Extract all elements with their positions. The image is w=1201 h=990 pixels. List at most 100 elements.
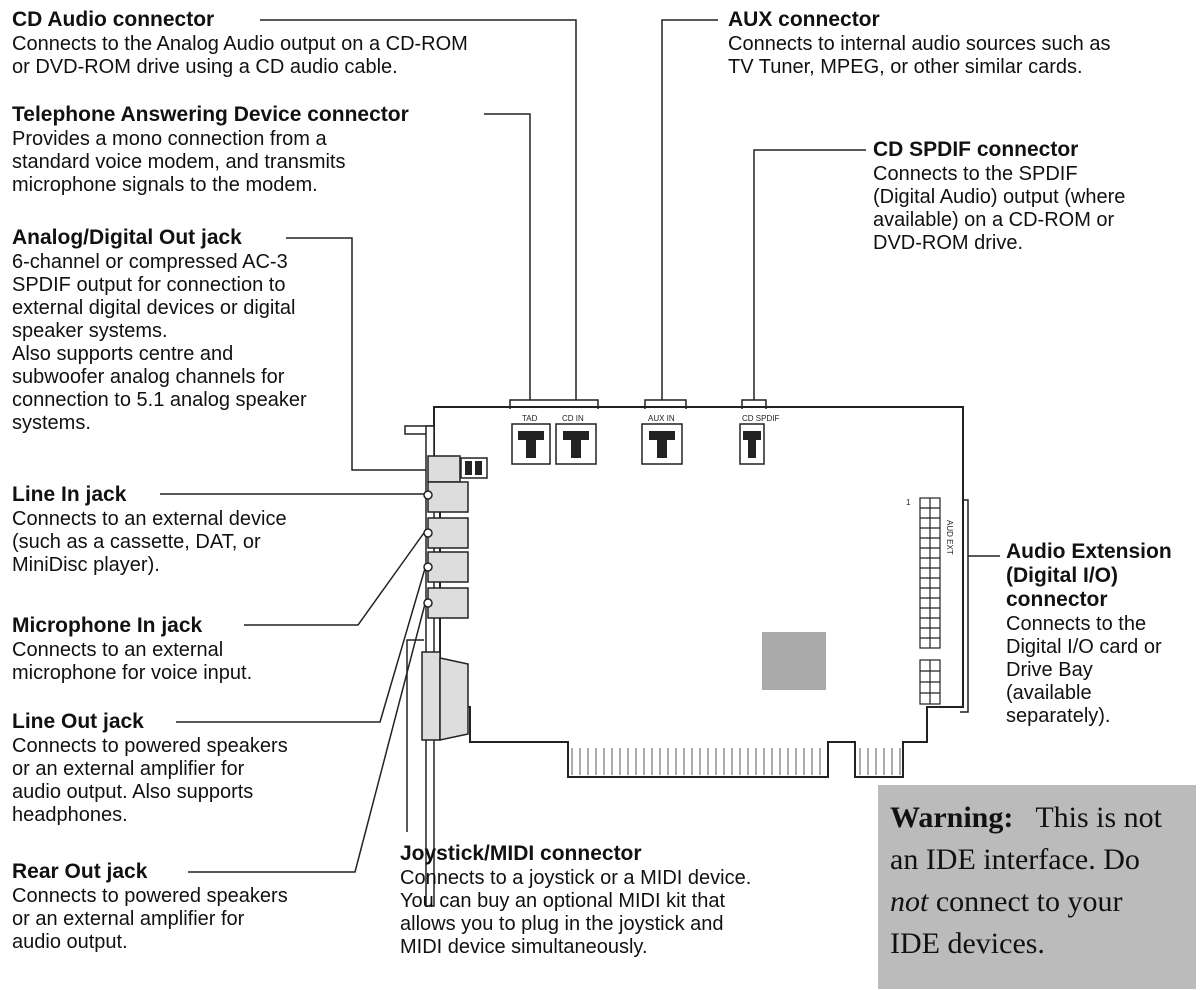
analog-digital-out-line: external digital devices or digital	[12, 297, 296, 319]
module-pin-icon	[475, 461, 482, 475]
line-out-line: or an external amplifier for	[12, 758, 245, 780]
line-out-description: Connects to powered speakers or an exter…	[12, 735, 288, 827]
line-in-jack	[427, 481, 469, 513]
callout-line-in: Line In jack Connects to an external dev…	[12, 483, 287, 577]
audio-extension-line: separately).	[1006, 705, 1111, 727]
cd-in-board-label: CD IN	[562, 414, 584, 423]
microphone-in-jack	[427, 517, 469, 549]
audio-extension-header	[919, 497, 941, 705]
warning-line: IDE devices.	[890, 927, 1045, 960]
line-out-title: Line Out jack	[12, 710, 144, 733]
warning-line: not connect to your	[890, 881, 1186, 923]
tad-connector	[511, 423, 551, 465]
leader-line-rear-out	[188, 599, 427, 873]
cd-audio-description: Connects to the Analog Audio output on a…	[12, 33, 468, 79]
callout-aux: AUX connector Connects to internal audio…	[728, 8, 1110, 79]
aux-in-board-label: AUX IN	[648, 414, 675, 423]
callout-analog-digital-out: Analog/Digital Out jack 6-channel or com…	[12, 226, 307, 435]
callout-audio-extension: Audio Extension (Digital I/O) connector …	[1006, 540, 1172, 728]
leader-line-line-out	[176, 564, 427, 723]
warning-emphasis: not	[890, 885, 929, 918]
tad-description: Provides a mono connection from a standa…	[12, 128, 409, 197]
audio-extension-title-line: connector	[1006, 588, 1108, 611]
cd-spdif-title: CD SPDIF connector	[873, 138, 1079, 161]
joystick-midi-description: Connects to a joystick or a MIDI device.…	[400, 867, 751, 959]
audio-extension-description: Connects to the Digital I/O card or Driv…	[1006, 613, 1172, 728]
line-in-title: Line In jack	[12, 483, 127, 506]
top-connector-brackets	[509, 399, 767, 409]
analog-digital-out-line: connection to 5.1 analog speaker	[12, 389, 307, 411]
callout-rear-out: Rear Out jack Connects to powered speake…	[12, 860, 288, 954]
microphone-in-line: microphone for voice input.	[12, 662, 253, 684]
analog-digital-out-jack	[427, 455, 461, 483]
tad-line: Provides a mono connection from a	[12, 128, 327, 150]
cd-spdif-connector	[739, 423, 765, 465]
analog-digital-out-line: SPDIF output for connection to	[12, 274, 286, 296]
rear-out-line: or an external amplifier for	[12, 908, 245, 930]
cd-spdif-description: Connects to the SPDIF (Digital Audio) ou…	[873, 163, 1125, 255]
audio-extension-title-line: Audio Extension	[1006, 540, 1172, 563]
joystick-midi-connector	[421, 651, 469, 741]
rear-out-title: Rear Out jack	[12, 860, 148, 883]
analog-digital-out-line: systems.	[12, 412, 91, 434]
cd-spdif-line: (Digital Audio) output (where	[873, 186, 1126, 208]
leader-line-mic-in	[244, 529, 427, 626]
rear-out-line: audio output.	[12, 931, 128, 953]
warning-line: an IDE interface. Do	[890, 843, 1140, 876]
aux-description: Connects to internal audio sources such …	[728, 33, 1110, 79]
audio-extension-title-line: (Digital I/O)	[1006, 564, 1118, 587]
module-pin-icon	[465, 461, 472, 475]
line-in-line: (such as a cassette, DAT, or	[12, 531, 261, 553]
joystick-midi-title: Joystick/MIDI connector	[400, 842, 642, 865]
aux-line: TV Tuner, MPEG, or other similar cards.	[728, 56, 1083, 78]
cd-spdif-line: DVD-ROM drive.	[873, 232, 1024, 254]
analog-digital-out-description: 6-channel or compressed AC-3 SPDIF outpu…	[12, 251, 307, 435]
aud-ext-board-label: AUD EXT	[945, 520, 954, 555]
tad-title: Telephone Answering Device connector	[12, 103, 409, 126]
cd-spdif-line: Connects to the SPDIF	[873, 163, 1078, 185]
cd-spdif-line: available) on a CD-ROM or	[873, 209, 1115, 231]
tad-line: microphone signals to the modem.	[12, 174, 318, 196]
callout-microphone-in: Microphone In jack Connects to an extern…	[12, 614, 252, 685]
leader-line-cd-audio	[260, 19, 577, 400]
warning-label: Warning:	[890, 801, 1014, 834]
microphone-in-description: Connects to an external microphone for v…	[12, 639, 252, 685]
analog-digital-out-jack-module	[460, 457, 488, 479]
cd-spdif-board-label: CD SPDIF	[742, 414, 779, 423]
edge-connector-fingers	[571, 748, 901, 775]
leader-line-audio-extension	[960, 499, 1000, 713]
leader-line-cd-spdif	[753, 149, 866, 400]
pin-one-label: 1	[906, 498, 911, 507]
callout-tad: Telephone Answering Device connector Pro…	[12, 103, 409, 197]
cd-in-connector	[555, 423, 597, 465]
warning-text: connect to your	[928, 885, 1123, 918]
analog-digital-out-line: Also supports centre and	[12, 343, 234, 365]
leader-line-aux	[661, 19, 718, 400]
rear-out-description: Connects to powered speakers or an exter…	[12, 885, 288, 954]
aux-in-connector	[641, 423, 683, 465]
audio-extension-line: Connects to the	[1006, 613, 1147, 635]
tad-board-label: TAD	[522, 414, 538, 423]
aux-line: Connects to internal audio sources such …	[728, 33, 1111, 55]
warning-box: Warning: This is not an IDE interface. D…	[878, 785, 1196, 989]
leader-line-analog-digital-out	[286, 237, 426, 471]
audio-jacks	[423, 455, 488, 619]
callout-line-out: Line Out jack Connects to powered speake…	[12, 710, 288, 827]
main-chip	[762, 632, 826, 690]
leader-line-tad	[484, 113, 531, 400]
aux-title: AUX connector	[728, 8, 880, 31]
audio-extension-title: Audio Extension (Digital I/O) connector	[1006, 540, 1172, 612]
joystick-midi-line: Connects to a joystick or a MIDI device.	[400, 867, 752, 889]
microphone-in-title: Microphone In jack	[12, 614, 203, 637]
line-in-line: MiniDisc player).	[12, 554, 160, 576]
joystick-midi-line: MIDI device simultaneously.	[400, 936, 648, 958]
cd-audio-line: Connects to the Analog Audio output on a…	[12, 33, 468, 55]
analog-digital-out-title: Analog/Digital Out jack	[12, 226, 242, 249]
line-out-line: audio output. Also supports	[12, 781, 254, 803]
line-in-description: Connects to an external device (such as …	[12, 508, 287, 577]
line-out-jack	[427, 551, 469, 583]
analog-digital-out-line: subwoofer analog channels for	[12, 366, 285, 388]
cd-audio-title: CD Audio connector	[12, 8, 215, 31]
line-out-line: headphones.	[12, 804, 128, 826]
audio-extension-line: (available	[1006, 682, 1092, 704]
